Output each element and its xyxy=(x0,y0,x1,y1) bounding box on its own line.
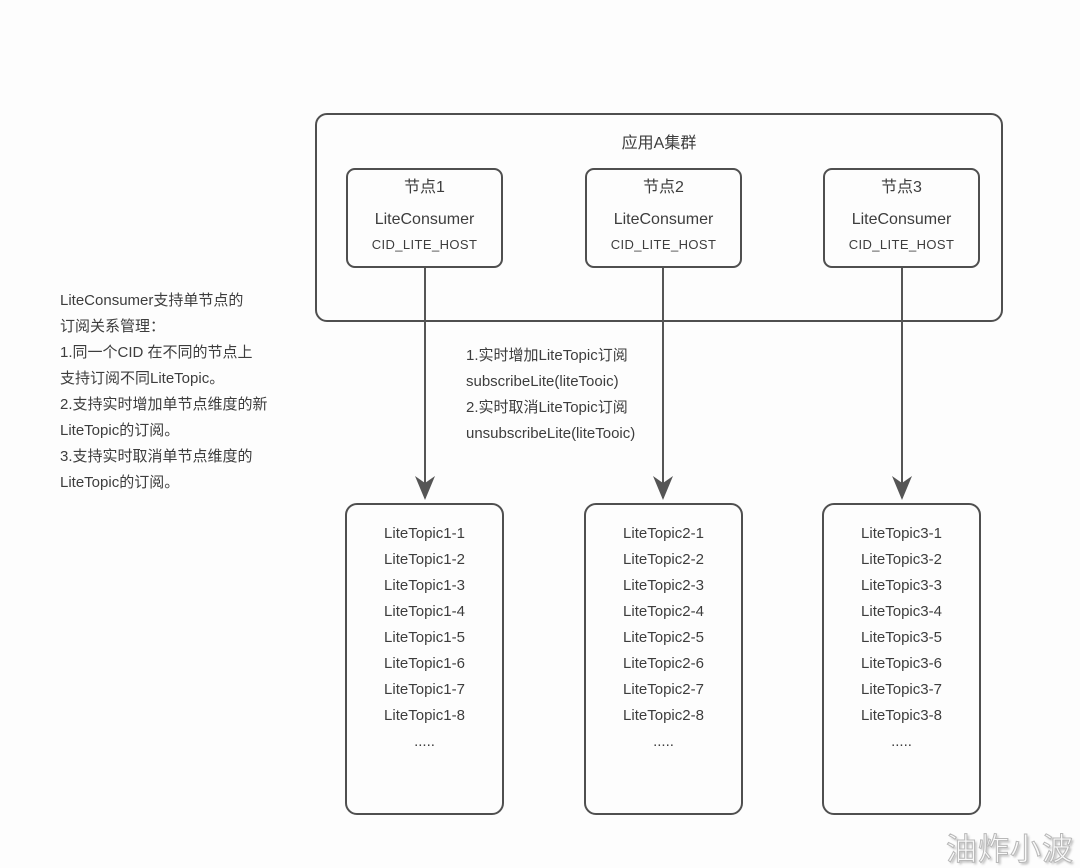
topic-list-item: LiteTopic1-7 xyxy=(384,681,465,698)
arrow-note-line-1: 1.实时增加LiteTopic订阅 xyxy=(466,347,628,364)
left-note-line-1: LiteConsumer支持单节点的 xyxy=(60,292,244,309)
topic-list-item: LiteTopic3-7 xyxy=(861,681,942,698)
arrow-note-line-2: subscribeLite(liteTooic) xyxy=(466,373,619,390)
topic-list-item: LiteTopic2-8 xyxy=(623,707,704,724)
topic-box-3: LiteTopic3-1 LiteTopic3-2 LiteTopic3-3 L… xyxy=(822,503,981,815)
arrow-note: 1.实时增加LiteTopic订阅 subscribeLite(liteTooi… xyxy=(466,343,656,447)
left-note-line-2: 订阅关系管理： xyxy=(60,318,166,335)
topic-list-item: LiteTopic2-1 xyxy=(623,525,704,542)
node-1-consumer-label: LiteConsumer xyxy=(374,211,475,228)
topic-list-item: LiteTopic1-8 xyxy=(384,707,465,724)
topic-list-item: LiteTopic1-1 xyxy=(384,525,465,542)
cluster-box: 应用A集群 xyxy=(315,113,1003,322)
node-3-cid-label: CID_LITE_HOST xyxy=(848,237,955,252)
node-2-cid-label: CID_LITE_HOST xyxy=(610,237,717,252)
topic-list-item: LiteTopic3-8 xyxy=(861,707,942,724)
node-1-cid-label: CID_LITE_HOST xyxy=(371,237,478,252)
left-note-line-3: 1.同一个CID 在不同的节点上 xyxy=(60,344,253,361)
topic-list-item: LiteTopic2-5 xyxy=(623,629,704,646)
node-3-consumer-label: LiteConsumer xyxy=(851,211,952,228)
topic-list-ellipsis: ..... xyxy=(891,733,912,750)
left-note-line-6: LiteTopic的订阅。 xyxy=(60,422,180,439)
topic-list-ellipsis: ..... xyxy=(414,733,435,750)
left-note-line-4: 支持订阅不同LiteTopic。 xyxy=(60,370,225,387)
left-note-line-8: LiteTopic的订阅。 xyxy=(60,474,180,491)
node-box-1: 节点1 LiteConsumer CID_LITE_HOST xyxy=(346,168,503,268)
topic-list-item: LiteTopic3-4 xyxy=(861,603,942,620)
topic-list-item: LiteTopic1-5 xyxy=(384,629,465,646)
topic-list-ellipsis: ..... xyxy=(653,733,674,750)
topic-list-item: LiteTopic3-3 xyxy=(861,577,942,594)
topic-list-item: LiteTopic3-6 xyxy=(861,655,942,672)
topic-list-item: LiteTopic3-5 xyxy=(861,629,942,646)
topic-box-1: LiteTopic1-1 LiteTopic1-2 LiteTopic1-3 L… xyxy=(345,503,504,815)
topic-list-item: LiteTopic2-7 xyxy=(623,681,704,698)
topic-list-item: LiteTopic2-6 xyxy=(623,655,704,672)
node-1-title: 节点1 xyxy=(404,179,445,196)
node-2-title: 节点2 xyxy=(643,179,684,196)
topic-list-item: LiteTopic1-3 xyxy=(384,577,465,594)
topic-list-item: LiteTopic2-2 xyxy=(623,551,704,568)
left-note-line-7: 3.支持实时取消单节点维度的 xyxy=(60,448,253,465)
topic-list-item: LiteTopic3-2 xyxy=(861,551,942,568)
node-box-3: 节点3 LiteConsumer CID_LITE_HOST xyxy=(823,168,980,268)
watermark: 油炸小波 xyxy=(946,832,1074,868)
node-box-2: 节点2 LiteConsumer CID_LITE_HOST xyxy=(585,168,742,268)
node-3-title: 节点3 xyxy=(881,179,922,196)
node-2-consumer-label: LiteConsumer xyxy=(613,211,714,228)
topic-list-item: LiteTopic3-1 xyxy=(861,525,942,542)
topic-box-2: LiteTopic2-1 LiteTopic2-2 LiteTopic2-3 L… xyxy=(584,503,743,815)
arrow-note-line-4: unsubscribeLite(liteTooic) xyxy=(466,425,636,442)
topic-list-item: LiteTopic1-6 xyxy=(384,655,465,672)
left-note-line-5: 2.支持实时增加单节点维度的新 xyxy=(60,396,268,413)
topic-list-item: LiteTopic2-4 xyxy=(623,603,704,620)
topic-list-item: LiteTopic2-3 xyxy=(623,577,704,594)
topic-list-item: LiteTopic1-4 xyxy=(384,603,465,620)
left-note: LiteConsumer支持单节点的 订阅关系管理： 1.同一个CID 在不同的… xyxy=(60,288,330,496)
cluster-title: 应用A集群 xyxy=(621,135,697,152)
arrow-note-line-3: 2.实时取消LiteTopic订阅 xyxy=(466,399,628,416)
topic-list-item: LiteTopic1-2 xyxy=(384,551,465,568)
